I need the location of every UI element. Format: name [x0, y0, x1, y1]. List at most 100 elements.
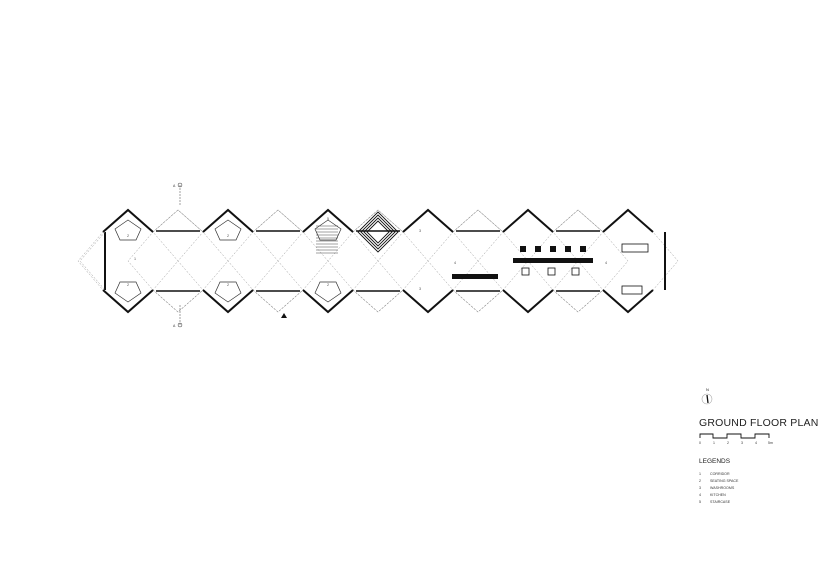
legend-item: 5 STAIRCASE: [699, 500, 738, 507]
kitchen-counter: [621, 243, 649, 253]
grid-diamond: [227, 209, 329, 313]
room-number: 2: [227, 234, 229, 238]
scale-bar: [699, 433, 770, 439]
grid-diamond: [327, 209, 429, 313]
legend-num: 3: [699, 486, 701, 490]
legend-label: STAIRCASE: [710, 500, 731, 504]
bottom-pod-outline: [452, 289, 504, 313]
room-number: 5: [327, 217, 329, 221]
top-pod-outline: [152, 209, 204, 233]
legend-label: CORRIDOR: [710, 472, 730, 476]
grid-diamond: [477, 209, 579, 313]
seating-booth: [314, 219, 342, 241]
room-number: 2: [227, 283, 229, 287]
grid-diamond: [177, 209, 279, 313]
shaft-outline: [357, 211, 399, 253]
shaft-outline: [360, 214, 396, 250]
top-pod-outline: [452, 209, 504, 233]
room-number: 3: [419, 287, 421, 291]
kitchen-counter: [513, 258, 593, 263]
room-number: 2: [127, 283, 129, 287]
kitchen-equipment: [535, 246, 541, 252]
legend-item: 2 SEATING SPACE: [699, 479, 738, 486]
bottom-pod-outline: [602, 289, 654, 314]
seating-booth: [314, 281, 342, 303]
kitchen-equipment: [580, 246, 586, 252]
shaft-outline: [366, 220, 390, 244]
room-number: 2: [127, 234, 129, 238]
kitchen-equipment: [520, 246, 526, 252]
section-marker-label: A: [173, 324, 176, 328]
top-pod-outline: [402, 208, 454, 233]
grid-diamond: [127, 209, 229, 313]
section-marker: [177, 322, 183, 328]
seating-booth: [214, 281, 242, 303]
north-arrow-icon: [701, 393, 713, 405]
legend-heading: LEGENDS: [699, 458, 731, 465]
north-label: N: [706, 387, 709, 392]
grid-diamond: [427, 209, 529, 313]
top-pod-outline: [552, 209, 604, 233]
seating-booth: [114, 219, 142, 241]
grid-diamond: [277, 209, 379, 313]
legend-num: 2: [699, 479, 701, 483]
top-pod-outline: [302, 208, 354, 233]
legend-num: 1: [699, 472, 701, 476]
bottom-pod-outline: [502, 289, 554, 314]
room-number: 1: [134, 257, 136, 261]
legend-label: SEATING SPACE: [710, 479, 739, 483]
legend-list: 1 CORRIDOR 2 SEATING SPACE 3 WASHROOMS 4 KIT…: [699, 472, 738, 507]
bottom-pod-outline: [102, 289, 154, 314]
seating-booth: [214, 219, 242, 241]
legend-label: WASHROOMS: [710, 486, 735, 490]
kitchen-counter: [621, 285, 643, 295]
top-pod-outline: [352, 209, 404, 233]
grid-diamond: [377, 209, 479, 313]
scale-label: 3: [741, 441, 743, 445]
room-number: 4: [605, 261, 607, 265]
scale-label: 0: [699, 441, 701, 445]
scale-label: 2: [727, 441, 729, 445]
scale-label: 5m: [768, 441, 773, 445]
shaft-outline: [363, 217, 393, 247]
legend-item: 3 WASHROOMS: [699, 486, 738, 493]
section-marker-label: A: [173, 184, 176, 188]
kitchen-counter: [452, 274, 498, 279]
bottom-pod-outline: [152, 289, 204, 313]
legend-label: KITCHEN: [710, 493, 726, 497]
legend-item: 4 KITCHEN: [699, 493, 738, 500]
top-pod-outline: [602, 208, 654, 233]
section-marker: [177, 182, 183, 188]
top-pod-outline: [202, 208, 254, 233]
legend-item: 1 CORRIDOR: [699, 472, 738, 479]
bottom-pod-outline: [552, 289, 604, 313]
kitchen-equipment: [571, 267, 580, 276]
seating-booth: [114, 281, 142, 303]
bottom-pod-outline: [302, 289, 354, 314]
scale-label: 4: [755, 441, 757, 445]
kitchen-equipment: [547, 267, 556, 276]
top-pod-outline: [252, 209, 304, 233]
room-number: 4: [454, 261, 456, 265]
kitchen-equipment: [550, 246, 556, 252]
legend-num: 4: [699, 493, 701, 497]
top-pod-outline: [102, 208, 154, 233]
scale-label: 1: [713, 441, 715, 445]
room-number: 3: [419, 229, 421, 233]
entry-outline: [79, 231, 106, 291]
bottom-pod-outline: [402, 289, 454, 314]
top-pod-outline: [502, 208, 554, 233]
drawing-title: GROUND FLOOR PLAN: [699, 417, 818, 429]
north-arrow-needle: [706, 394, 709, 404]
bottom-pod-outline: [202, 289, 254, 314]
grid-diamond: [577, 209, 679, 313]
entry-arrow-icon: [281, 313, 287, 318]
bottom-pod-outline: [252, 289, 304, 313]
room-number: 2: [327, 283, 329, 287]
bottom-pod-outline: [352, 289, 404, 313]
grid-diamond: [527, 209, 629, 313]
legend-num: 5: [699, 500, 701, 504]
grid-diamond: [77, 209, 179, 313]
kitchen-equipment: [521, 267, 530, 276]
